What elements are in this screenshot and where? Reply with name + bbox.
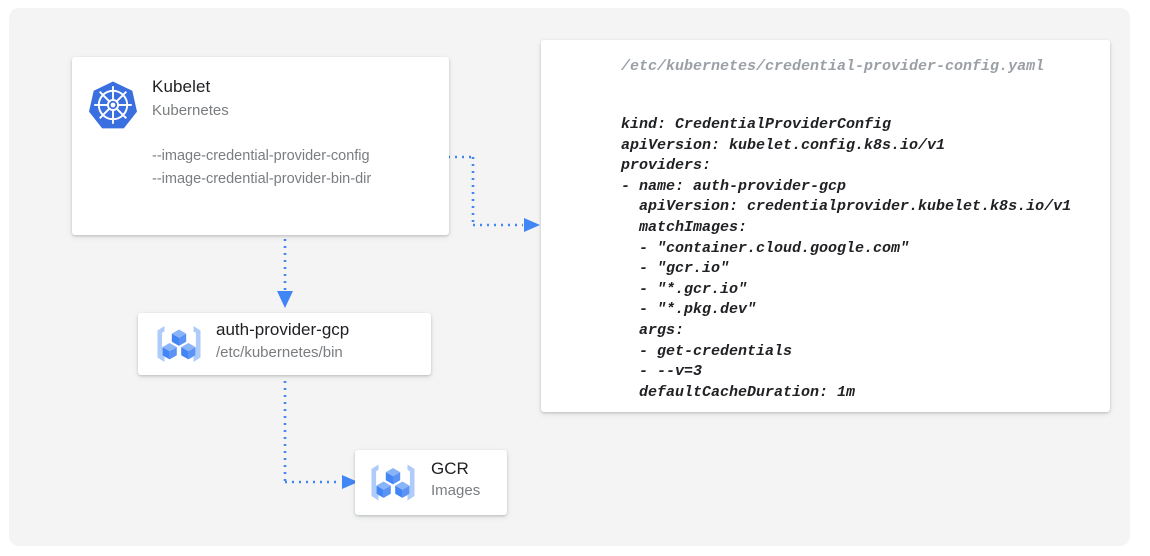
kubelet-subtitle: Kubernetes [152, 102, 229, 119]
kubelet-flag-image-credential-provider-bin-dir: --image-credential-provider-bin-dir [152, 171, 372, 187]
auth-provider-subtitle: /etc/kubernetes/bin [216, 344, 343, 361]
kubelet-card[interactable]: Kubelet Kubernetes --image-credential-pr… [72, 57, 449, 235]
yaml-content: kind: CredentialProviderConfig apiVersio… [621, 116, 1072, 401]
yaml-filename-label: /etc/kubernetes/credential-provider-conf… [621, 58, 1045, 75]
container-registry-icon [371, 464, 415, 501]
gcr-card[interactable]: GCR Images [355, 450, 507, 515]
kubelet-flag-image-credential-provider-config: --image-credential-provider-config [152, 148, 370, 164]
kubernetes-helm-wheel-icon [89, 81, 137, 129]
kubelet-title: Kubelet [152, 77, 211, 96]
container-registry-icon [157, 326, 201, 362]
credential-provider-config-yaml-card[interactable]: /etc/kubernetes/credential-provider-conf… [541, 40, 1110, 412]
gcr-subtitle: Images [431, 482, 481, 499]
auth-provider-gcp-card[interactable]: auth-provider-gcp /etc/kubernetes/bin [138, 313, 431, 375]
gcr-title: GCR [431, 459, 469, 478]
auth-provider-title: auth-provider-gcp [216, 320, 350, 339]
